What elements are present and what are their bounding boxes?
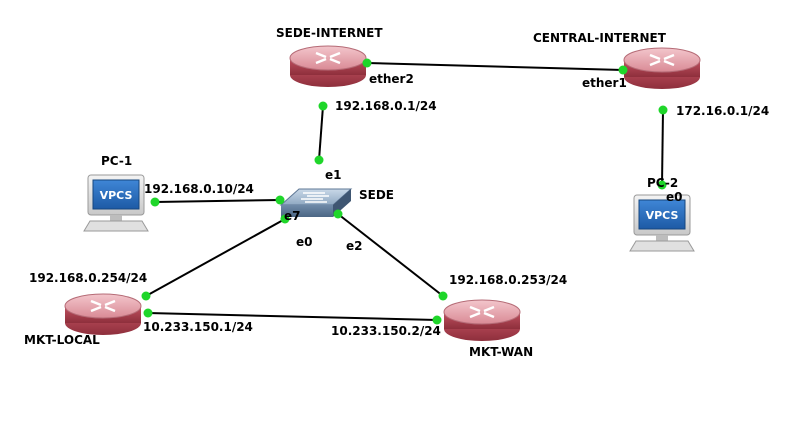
device-label-pc1: PC-1 (101, 154, 133, 168)
port-dot (141, 291, 151, 301)
port-dot (658, 105, 668, 115)
vpcs-badge: VPCS (100, 189, 133, 202)
iface-label-e2: e2 (346, 239, 363, 253)
port-dot (280, 214, 290, 224)
link-sede-mktlocal[interactable] (145, 218, 286, 297)
port-dot (362, 58, 372, 68)
device-label-mkt-wan: MKT-WAN (469, 345, 534, 359)
router-arrows-icon (90, 299, 116, 313)
port-dot (618, 65, 628, 75)
router-arrows-icon (469, 305, 495, 319)
port-dot (432, 315, 442, 325)
link-sedeinet-central[interactable] (366, 62, 624, 71)
ip-label-mktlocal-lan: 192.168.0.254/24 (29, 271, 148, 285)
vpcs-pc2[interactable]: VPCS (629, 194, 695, 252)
iface-label-ether1: ether1 (582, 76, 627, 90)
port-dot (657, 180, 667, 190)
device-label-sede-internet: SEDE-INTERNET (276, 26, 383, 40)
port-dot (150, 197, 160, 207)
vpcs-pc1[interactable]: VPCS (83, 174, 149, 232)
router-mkt-wan[interactable] (443, 299, 521, 341)
ip-label-sedeinet: 192.168.0.1/24 (335, 99, 437, 113)
port-dot (318, 101, 328, 111)
port-dot (314, 155, 324, 165)
iface-label-e7: e7 (284, 209, 301, 223)
link-pc1-sede[interactable] (154, 199, 281, 203)
router-central-internet[interactable] (623, 47, 701, 89)
ip-label-central: 172.16.0.1/24 (676, 104, 770, 118)
link-sede-mktwan[interactable] (337, 213, 444, 297)
device-label-sede: SEDE (359, 188, 394, 202)
port-dot (333, 209, 343, 219)
iface-label-e1: e1 (325, 168, 342, 182)
switch-sede[interactable] (279, 188, 353, 217)
switch-arrows-icon (301, 192, 329, 203)
router-sede-internet[interactable] (289, 45, 367, 87)
iface-label-pc2-e0: e0 (666, 190, 683, 204)
ip-label-mktlocal-wan: 10.233.150.1/24 (143, 320, 253, 334)
device-label-pc2: PC-2 (647, 176, 679, 190)
iface-label-ether2: ether2 (369, 72, 414, 86)
links (145, 62, 664, 321)
router-arrows-icon (315, 51, 341, 65)
port-dot (275, 195, 285, 205)
port-dots (141, 58, 668, 325)
router-mkt-local[interactable] (64, 293, 142, 335)
device-label-mkt-local: MKT-LOCAL (24, 333, 100, 347)
ip-label-pc1: 192.168.0.10/24 (144, 182, 254, 196)
iface-label-sede-e0: e0 (296, 235, 313, 249)
ip-label-mktwan-wan: 10.233.150.2/24 (331, 324, 441, 338)
router-arrows-icon (649, 53, 675, 67)
link-mktlocal-mktwan[interactable] (147, 312, 438, 321)
port-dot (143, 308, 153, 318)
link-central-pc2[interactable] (661, 109, 664, 186)
vpcs-badge: VPCS (646, 209, 679, 222)
link-sedeinet-sede[interactable] (318, 105, 324, 161)
ip-label-mktwan-lan: 192.168.0.253/24 (449, 273, 568, 287)
port-dot (438, 291, 448, 301)
device-label-central-internet: CENTRAL-INTERNET (533, 31, 666, 45)
